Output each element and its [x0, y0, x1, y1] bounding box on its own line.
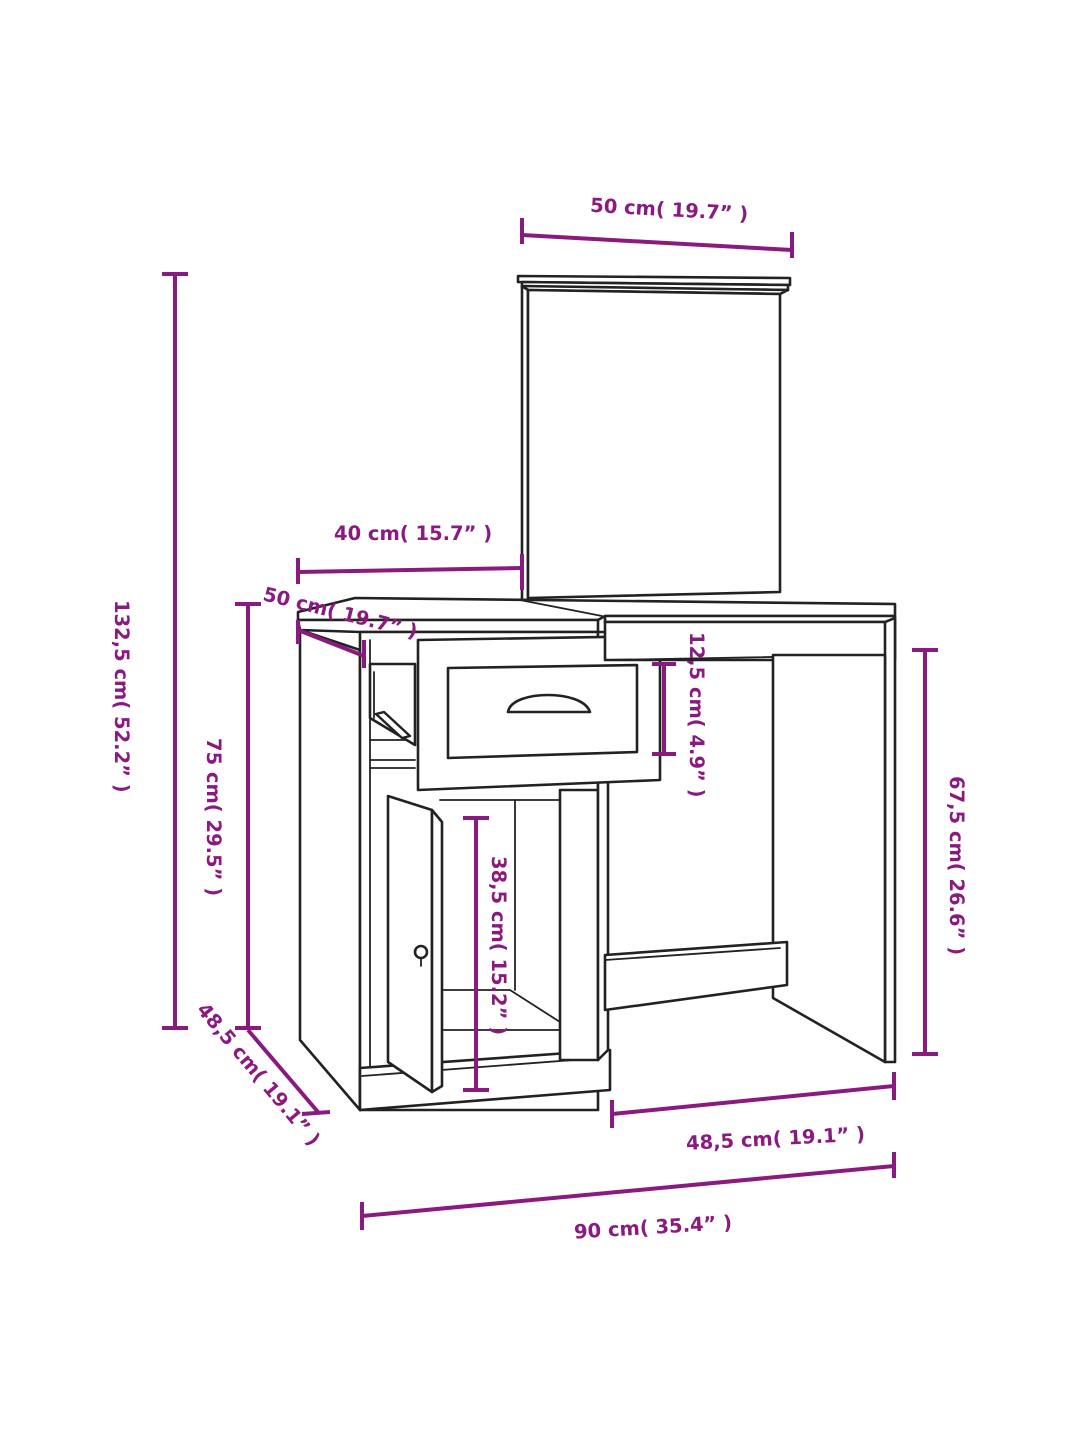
- dim-cabinet-height-label: 38,5 cm( 15.2” ): [487, 856, 510, 1035]
- dim-legroom-height: 67,5 cm( 26.6” ): [912, 648, 968, 1056]
- door-knob: [413, 944, 429, 960]
- drawer-rail: [374, 710, 412, 740]
- legroom-frame: [603, 616, 897, 1064]
- tabletop-seam: [519, 599, 603, 617]
- right-leg-front: [883, 616, 897, 1064]
- tabletop: [296, 596, 897, 634]
- mirror: [516, 274, 792, 602]
- dressing-table-drawing: [296, 274, 897, 1112]
- door-edge: [430, 808, 444, 1094]
- right-side-panel: [771, 653, 887, 1064]
- cabinet-left-side: [298, 628, 362, 1112]
- dim-cabinet-height: 38,5 cm( 15.2” ): [463, 816, 510, 1092]
- drawer-handle: [506, 693, 592, 714]
- dim-table-height: 75 cm( 29.5” ): [202, 602, 261, 1030]
- drawer: [368, 634, 662, 792]
- modesty-panel: [603, 940, 789, 1012]
- door-panel: [386, 794, 434, 1094]
- dim-drawer-height-label: 12,5 cm( 4.9” ): [685, 632, 708, 798]
- cabinet-right-post: [558, 788, 600, 1062]
- dim-legroom-width-label: 48,5 cm( 19.1” ): [685, 1123, 865, 1155]
- dim-legroom-width: 48,5 cm( 19.1” ): [610, 1072, 896, 1155]
- dim-total-width: 90 cm( 35.4” ): [360, 1152, 896, 1244]
- cabinet-door: [386, 794, 444, 1094]
- dim-total-height-label: 132,5 cm( 52.2” ): [110, 600, 133, 793]
- cabinet-lower-shelf: [439, 989, 561, 1023]
- dim-drawer-section-width: 40 cm( 15.7” ): [296, 522, 524, 590]
- dim-mirror-width-label: 50 cm( 19.7” ): [590, 194, 749, 226]
- dim-legroom-height-label: 67,5 cm( 26.6” ): [945, 776, 968, 955]
- dim-drawer-height: 12,5 cm( 4.9” ): [652, 632, 708, 798]
- modesty-panel-top: [604, 947, 781, 961]
- mirror-glass: [526, 288, 782, 600]
- dim-mirror-width: 50 cm( 19.7” ): [520, 194, 794, 258]
- dim-table-height-label: 75 cm( 29.5” ): [202, 738, 225, 896]
- dim-total-height: 132,5 cm( 52.2” ): [110, 272, 188, 1030]
- dim-total-width-label: 90 cm( 35.4” ): [573, 1211, 732, 1244]
- dim-drawer-section-width-label: 40 cm( 15.7” ): [334, 522, 492, 545]
- drawer-side-panel: [368, 662, 417, 747]
